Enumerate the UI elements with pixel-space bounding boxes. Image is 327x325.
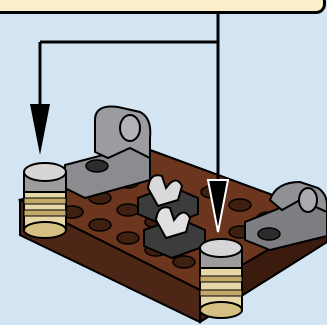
stud (88, 218, 112, 232)
stud (172, 255, 196, 269)
spring-stack-left (23, 162, 67, 239)
stud (116, 231, 140, 245)
arrow-down-icon (30, 104, 50, 155)
callout-box (0, 0, 326, 14)
stud (228, 198, 252, 212)
dark-clip-parts (137, 174, 206, 260)
grey-bracket-left (64, 105, 152, 200)
grey-bracket-right (244, 180, 327, 252)
arrow-down-icon (206, 179, 230, 233)
stud (116, 203, 140, 217)
arrow-lines (38, 14, 220, 185)
spring-stack-right (199, 238, 243, 319)
